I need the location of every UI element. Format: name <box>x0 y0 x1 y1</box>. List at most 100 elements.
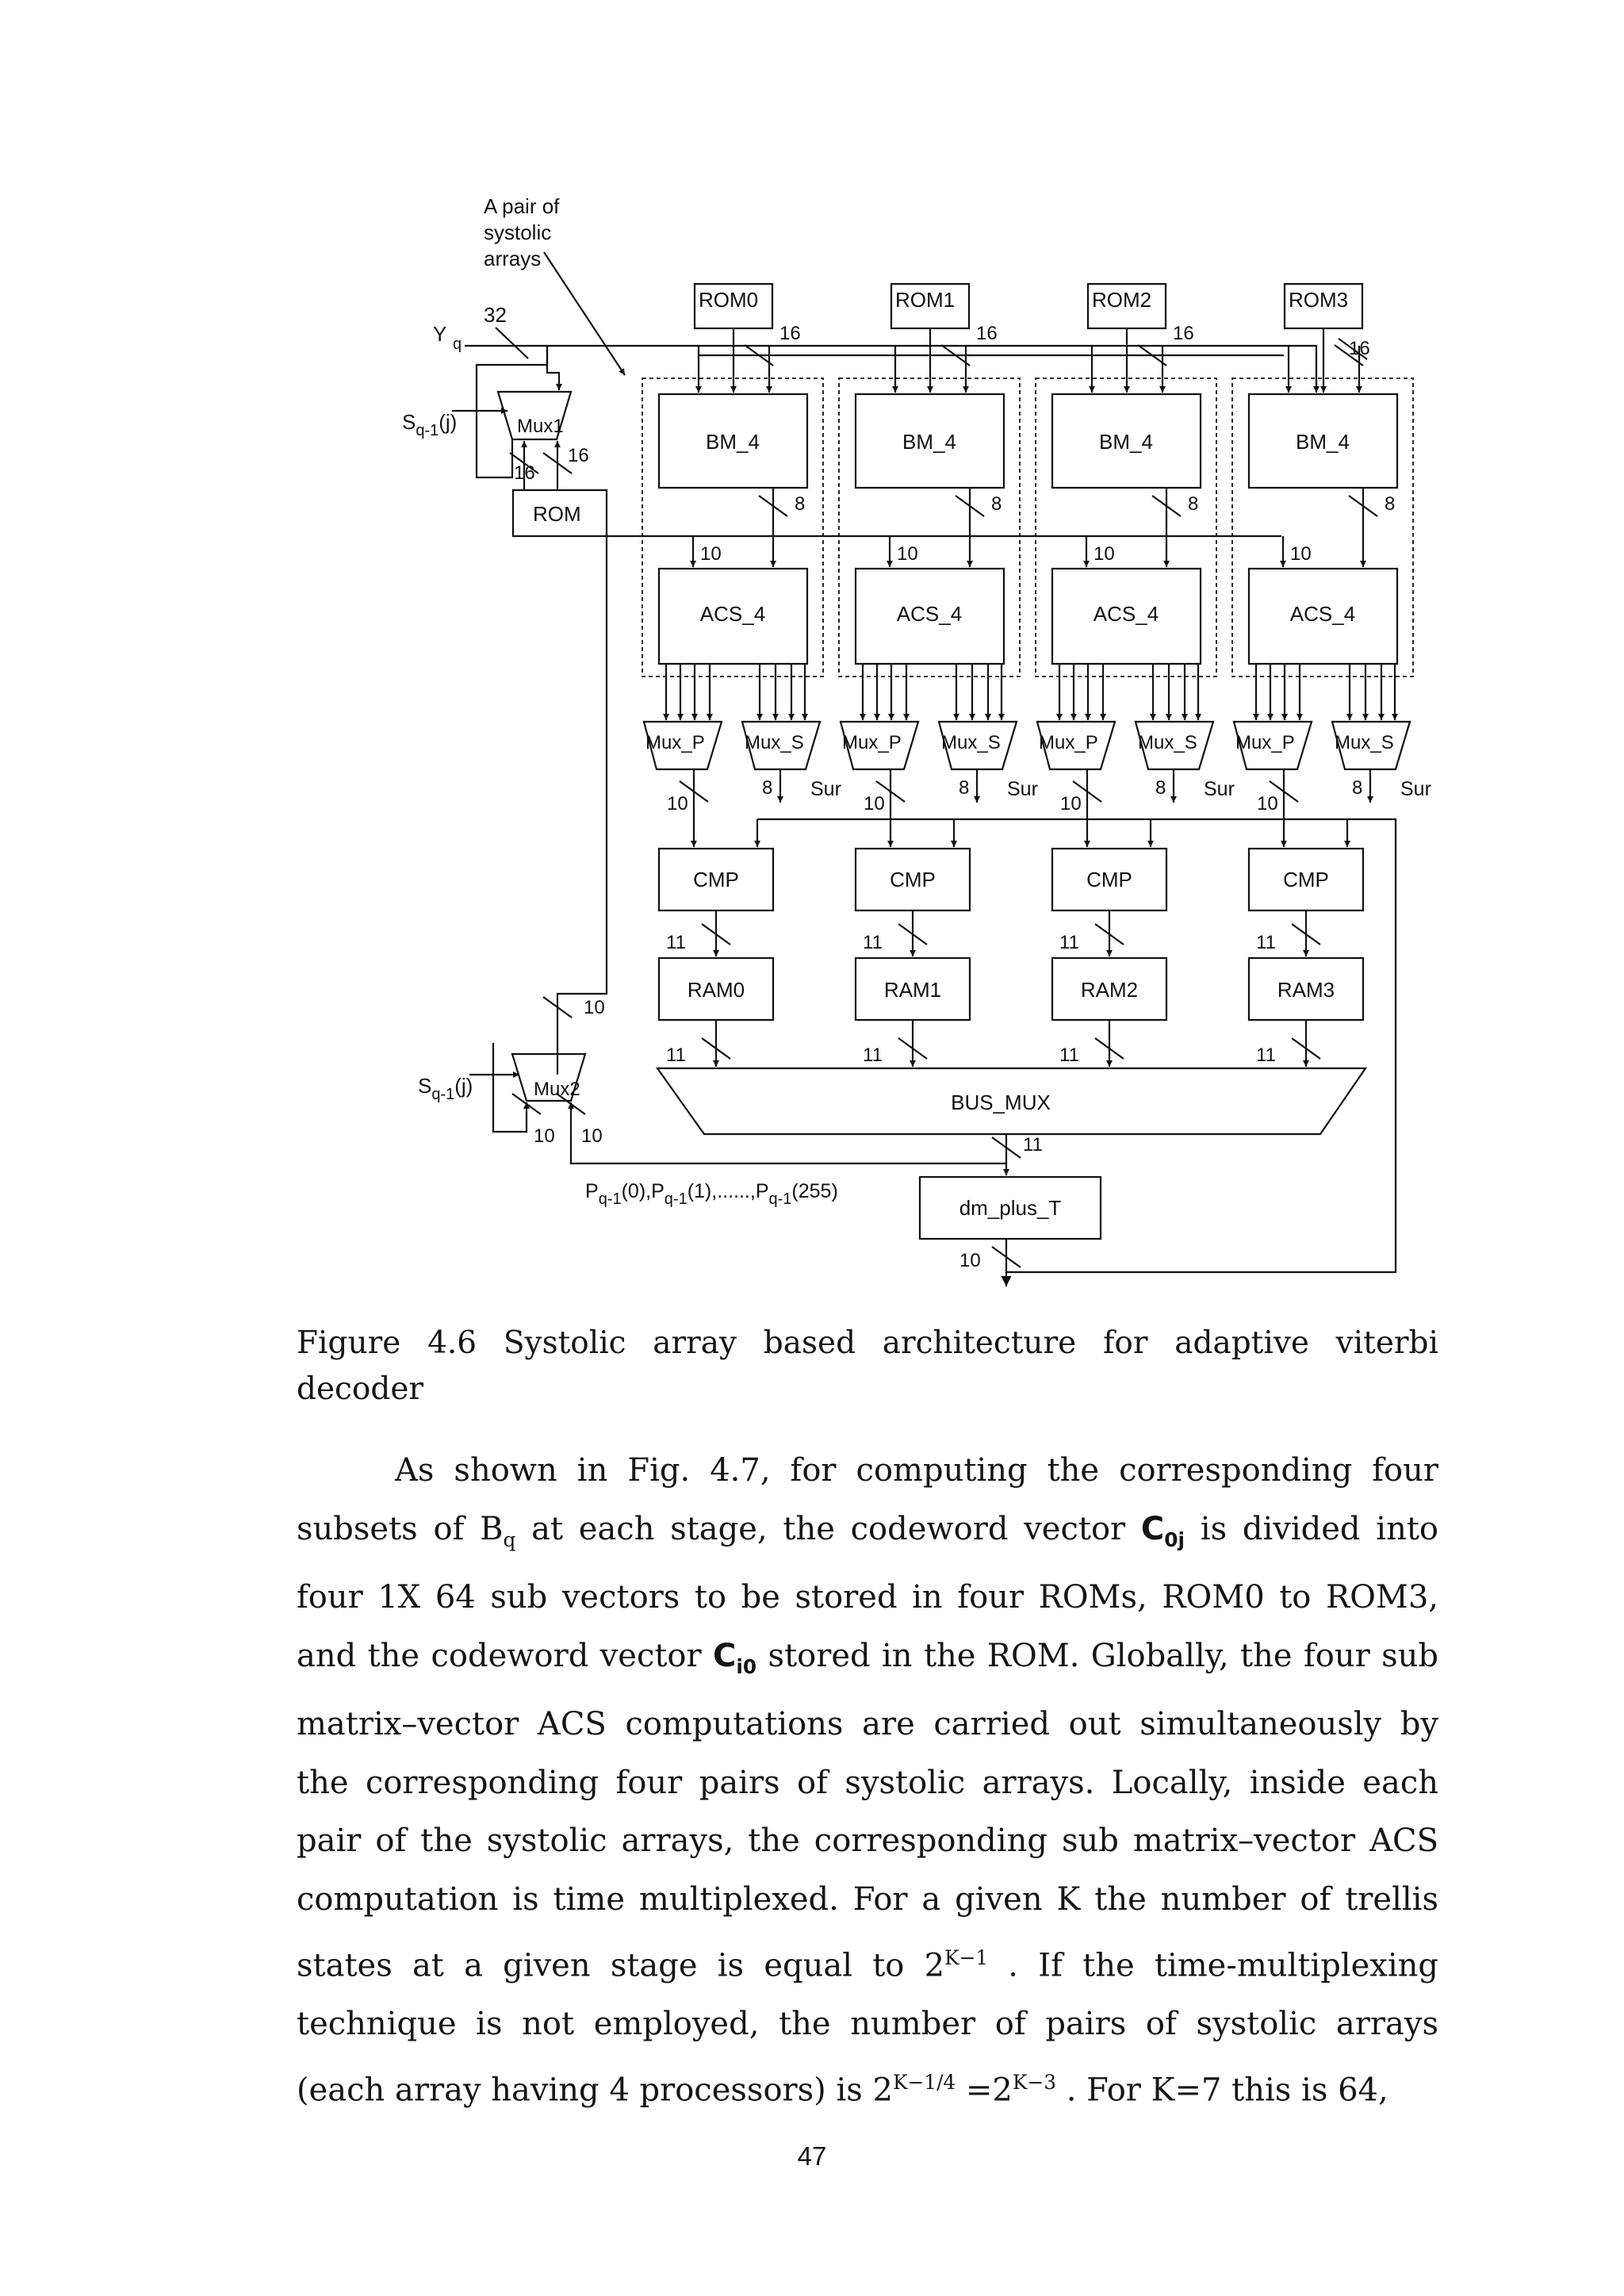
sq-label-bottom: Sq-1(j) <box>418 1074 473 1103</box>
bm4-block-1 <box>854 393 1005 489</box>
systolic-pair-outline-0 <box>642 378 824 677</box>
mux-p-1 <box>839 720 920 771</box>
cmp-label-0: CMP <box>693 868 739 891</box>
bus-width-11-bus-0: 11 <box>666 1045 686 1066</box>
pq-label: Pq-1(0),Pq-1(1),......,Pq-1(255) <box>585 1180 838 1208</box>
bm4-block-3 <box>1247 393 1399 489</box>
rom-width-16-right: 16 <box>568 445 589 466</box>
bus-width-11-ram-3: 11 <box>1256 932 1276 953</box>
codeword-vector-ci0: Ci0 <box>713 1637 757 1678</box>
mux-p-label-2: Mux_P <box>1039 732 1098 753</box>
ram-label-3: RAM3 <box>1277 978 1335 1002</box>
codeword-vector-c0j: C0j <box>1140 1510 1185 1551</box>
mux-s-3 <box>1331 720 1411 771</box>
bus-width-8-0: 8 <box>795 493 805 515</box>
mux-p-0 <box>642 720 723 771</box>
bm4-block-2 <box>1051 393 1202 489</box>
bus-width-11-ram-2: 11 <box>1059 932 1079 953</box>
dm-plus-t-label: dm_plus_T <box>959 1196 1062 1220</box>
bus-width-8-sur-0: 8 <box>762 777 772 799</box>
bus-width-11-ram-1: 11 <box>863 932 883 953</box>
bus-width-8-sur-1: 8 <box>959 777 969 799</box>
bus-width-8-sur-2: 8 <box>1155 777 1166 799</box>
cmp-label-2: CMP <box>1086 868 1132 891</box>
bus-width-32: 32 <box>484 303 507 327</box>
bus-width-11-bus-2: 11 <box>1059 1045 1079 1066</box>
rom-label-1: ROM1 <box>895 288 955 312</box>
mux1-label: Mux1 <box>517 416 564 437</box>
ram-label-2: RAM2 <box>1081 978 1138 1002</box>
bus-width-8-sur-3: 8 <box>1352 777 1362 799</box>
bus-width-10-acs-2: 10 <box>1094 543 1115 565</box>
bus-width-11-ram-0: 11 <box>666 932 686 953</box>
ram-label-0: RAM0 <box>688 978 745 1002</box>
mux-p-label-0: Mux_P <box>645 732 705 753</box>
mux-s-label-2: Mux_S <box>1138 732 1197 753</box>
mux-p-2 <box>1036 720 1116 771</box>
rom-label-0: ROM0 <box>699 288 758 312</box>
rom-bus-width-16-1: 16 <box>976 323 998 344</box>
bm4-label-0: BM_4 <box>706 430 760 454</box>
rom-bus-width-16-0: 16 <box>779 323 801 344</box>
cmp-label-3: CMP <box>1283 868 1329 891</box>
cmp-label-1: CMP <box>890 868 936 891</box>
dm-plus-t-block <box>918 1175 1102 1240</box>
bm4-label-1: BM_4 <box>902 430 956 454</box>
survivor-label-3: Sur <box>1400 778 1431 800</box>
rom-bus-width-16-3: 16 <box>1349 338 1370 359</box>
acs4-label-1: ACS_4 <box>897 602 962 626</box>
mux-p-label-3: Mux_P <box>1235 732 1295 753</box>
systolic-pair-outline-3 <box>1231 378 1414 677</box>
annotation-line-1: systolic <box>484 220 551 244</box>
ram-label-1: RAM1 <box>884 978 941 1002</box>
page-number: 47 <box>797 2141 827 2171</box>
mux-p-label-1: Mux_P <box>842 732 902 753</box>
mux-p-3 <box>1232 720 1313 771</box>
rom-label-3: ROM3 <box>1289 288 1348 312</box>
bus-width-8-2: 8 <box>1188 493 1198 515</box>
acs4-label-3: ACS_4 <box>1290 602 1355 626</box>
survivor-label-0: Sur <box>810 778 841 800</box>
bus-width-10-cmp-2: 10 <box>1060 793 1082 815</box>
mux-s-label-1: Mux_S <box>941 732 1001 753</box>
acs4-block-1 <box>854 567 1005 665</box>
mux1 <box>496 390 573 441</box>
mux2-label: Mux2 <box>534 1079 580 1100</box>
bus-width-10-cmp-3: 10 <box>1257 793 1278 815</box>
bus-width-10-mux2: 10 <box>584 997 605 1018</box>
survivor-label-1: Sur <box>1007 778 1038 800</box>
mux-s-label-0: Mux_S <box>745 732 804 753</box>
figure-caption: Figure 4.6 Systolic array based architec… <box>297 1325 1438 1407</box>
bus-width-10-acs-0: 10 <box>700 543 722 565</box>
acs4-label-0: ACS_4 <box>700 602 765 626</box>
mux-s-0 <box>741 720 822 771</box>
bm4-block-0 <box>657 393 809 489</box>
yq-subscript: q <box>453 335 462 353</box>
acs4-label-2: ACS_4 <box>1094 602 1159 626</box>
yq-label: Y <box>433 322 446 346</box>
bus-width-10-cmp-0: 10 <box>667 793 688 815</box>
systolic-pair-outline-2 <box>1035 378 1217 677</box>
annotation-line-0: A pair of <box>484 194 560 218</box>
acs4-block-3 <box>1247 567 1399 665</box>
bus-width-8-1: 8 <box>991 493 1002 515</box>
bus-width-10-acs-3: 10 <box>1290 543 1312 565</box>
bus-width-8-3: 8 <box>1385 493 1395 515</box>
rom-width-16-left: 16 <box>514 462 535 484</box>
sq-label-top: Sq-1(j) <box>402 410 457 439</box>
body-paragraph: As shown in Fig. 4.7, for computing the … <box>297 1452 1439 2109</box>
bus-width-10-cmp-1: 10 <box>864 793 885 815</box>
bus-width-11-bus-3: 11 <box>1256 1045 1276 1066</box>
mux-s-1 <box>937 720 1018 771</box>
rom-block-main <box>511 489 608 538</box>
bus-mux-label: BUS_MUX <box>951 1091 1051 1114</box>
rom-label-2: ROM2 <box>1092 288 1151 312</box>
bus-width-11-bus-1: 11 <box>863 1045 883 1066</box>
mux-s-label-3: Mux_S <box>1335 732 1394 753</box>
survivor-label-2: Sur <box>1204 778 1235 800</box>
bus-width-11-dm: 11 <box>1023 1134 1043 1156</box>
systolic-pair-outline-1 <box>838 378 1021 677</box>
mux2 <box>511 1052 587 1102</box>
annotation-line-2: arrays <box>484 247 541 270</box>
